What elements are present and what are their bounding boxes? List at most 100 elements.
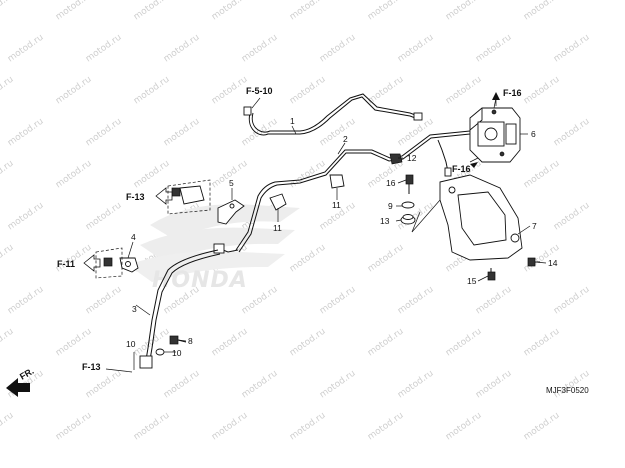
callout-4: 4 <box>131 232 136 242</box>
watermark-text: motod.ru <box>84 285 124 317</box>
callout-15: 15 <box>467 276 477 286</box>
watermark-text: motod.ru <box>54 75 94 107</box>
callout-14: 14 <box>548 258 558 268</box>
callout-16: 16 <box>386 178 396 188</box>
pipe-2-fitting <box>213 243 225 254</box>
watermark-text: motod.ru <box>444 411 484 443</box>
callout-2: 2 <box>343 134 348 144</box>
bracket-5 <box>217 199 245 225</box>
watermark-text: motod.ru <box>522 411 562 443</box>
watermark-text: motod.ru <box>84 117 124 149</box>
watermark-text: motod.ru <box>552 117 592 149</box>
watermark-text: motod.ru <box>162 117 202 149</box>
pipe-1-fitting-start <box>243 106 252 116</box>
watermark-text: motod.ru <box>0 0 16 22</box>
watermark-text: motod.ru <box>318 117 358 149</box>
brake-pipe-1 <box>243 93 423 136</box>
diagram-code: MJF3F0520 <box>546 386 589 395</box>
watermark-text: motod.ru <box>522 159 562 191</box>
watermark-text: motod.ru <box>552 33 592 65</box>
watermark-text: motod.ru <box>6 117 46 149</box>
clip-11-left <box>269 193 287 211</box>
watermark-text: motod.ru <box>132 411 172 443</box>
callout-11-left: 11 <box>273 223 282 233</box>
ref-f-5-10: F-5-10 <box>246 86 273 96</box>
bolt-15 <box>487 268 496 281</box>
watermark-text: motod.ru <box>6 285 46 317</box>
mounting-bracket-7 <box>439 174 523 261</box>
leader-lines <box>105 97 547 373</box>
fitting-f13-upper <box>171 185 205 205</box>
watermark-text: motod.ru <box>522 0 562 22</box>
watermark-text: motod.ru <box>0 159 16 191</box>
watermark-text: motod.ru <box>210 0 250 22</box>
watermark-text: motod.ru <box>396 369 436 401</box>
watermark-text: motod.ru <box>240 369 280 401</box>
watermark-text: motod.ru <box>132 327 172 359</box>
ref-f-13-upper: F-13 <box>126 192 145 202</box>
watermark-text: motod.ru <box>210 411 250 443</box>
brake-pipe-2 <box>213 130 471 254</box>
watermark-text: motod.ru <box>474 369 514 401</box>
pipe-2-end-fitting <box>444 167 452 177</box>
watermark-text: motod.ru <box>0 411 16 443</box>
bolt-12 <box>389 153 403 165</box>
callout-10-upper: 10 <box>126 339 136 349</box>
callout-10-lower: 10 <box>172 348 182 358</box>
watermark-text: motod.ru <box>366 327 406 359</box>
ref-f11-arrow <box>83 247 123 279</box>
callout-8: 8 <box>188 336 193 346</box>
watermark-text: motod.ru <box>444 0 484 22</box>
clip-10-lower <box>155 348 165 356</box>
callout-11-right: 11 <box>332 200 341 210</box>
callout-7: 7 <box>532 221 537 231</box>
watermark-text: motod.ru <box>474 33 514 65</box>
watermark-text: motod.ru <box>444 75 484 107</box>
ref-f-16-bottom: F-16 <box>452 164 471 174</box>
pipe-1-fitting-end <box>413 112 423 121</box>
watermark-text: motod.ru <box>396 33 436 65</box>
watermark-text: motod.ru <box>522 75 562 107</box>
ref-f-13-lower: F-13 <box>82 362 101 372</box>
clip-11-right <box>329 174 345 189</box>
washer-9 <box>401 201 415 209</box>
callout-12: 12 <box>407 153 417 163</box>
watermark-text: motod.ru <box>318 33 358 65</box>
honda-logo-text: HONDA <box>152 268 248 293</box>
watermark-text: motod.ru <box>0 243 16 275</box>
bolt-16 <box>405 174 414 194</box>
watermark-text: motod.ru <box>162 33 202 65</box>
abs-modulator-6 <box>469 107 521 163</box>
watermark-text: motod.ru <box>132 0 172 22</box>
watermark-text: motod.ru <box>54 327 94 359</box>
watermark-text: motod.ru <box>210 75 250 107</box>
watermark-text: motod.ru <box>0 327 16 359</box>
watermark-text: motod.ru <box>132 159 172 191</box>
watermark-text: motod.ru <box>288 243 328 275</box>
watermark-text: motod.ru <box>6 201 46 233</box>
watermark-text: motod.ru <box>288 327 328 359</box>
callout-1: 1 <box>290 116 295 126</box>
watermark-text: motod.ru <box>288 75 328 107</box>
watermark-text: motod.ru <box>366 243 406 275</box>
watermark-text: motod.ru <box>366 0 406 22</box>
watermark-text: motod.ru <box>288 411 328 443</box>
watermark-text: motod.ru <box>84 201 124 233</box>
watermark-text: motod.ru <box>54 411 94 443</box>
callout-5: 5 <box>229 178 234 188</box>
ref-f-11: F-11 <box>57 259 75 269</box>
watermark-text: motod.ru <box>288 0 328 22</box>
callout-6: 6 <box>531 129 536 139</box>
watermark-text: motod.ru <box>84 33 124 65</box>
callout-9: 9 <box>388 201 393 211</box>
watermark-text: motod.ru <box>522 327 562 359</box>
watermark-text: motod.ru <box>552 285 592 317</box>
watermark-text: motod.ru <box>318 285 358 317</box>
watermark-text: motod.ru <box>0 75 16 107</box>
watermark-text: motod.ru <box>132 75 172 107</box>
watermark-text: motod.ru <box>6 33 46 65</box>
watermark-text: motod.ru <box>162 369 202 401</box>
watermark-text: motod.ru <box>210 327 250 359</box>
